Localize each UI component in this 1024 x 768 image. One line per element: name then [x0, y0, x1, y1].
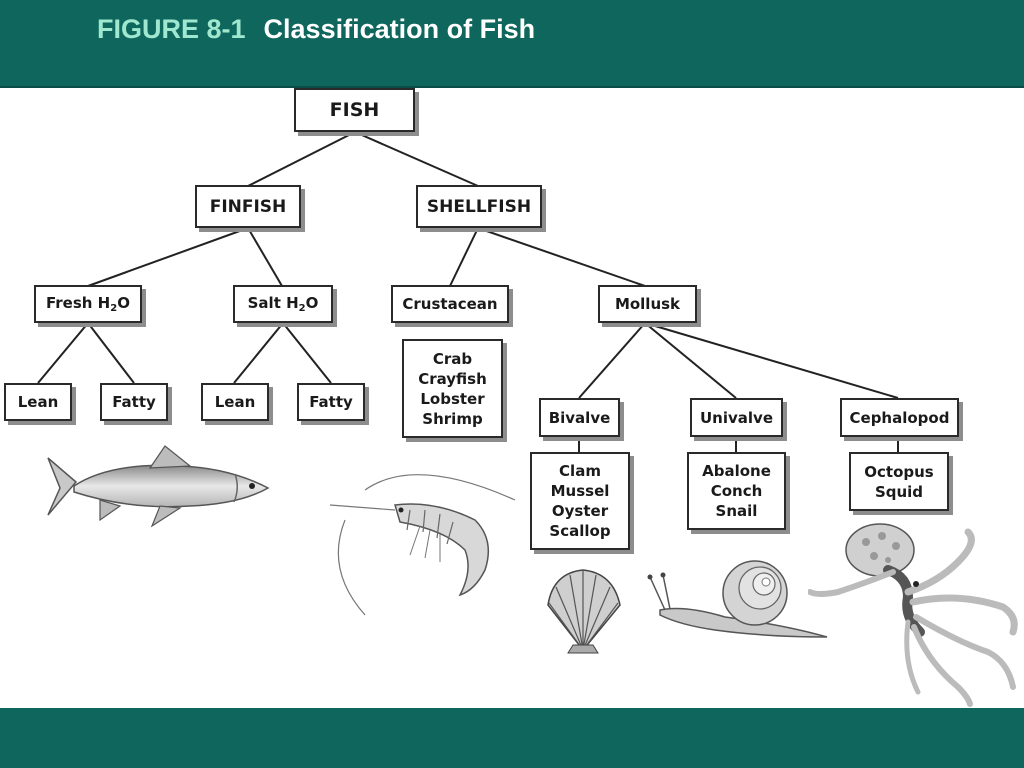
example-abalone: Abalone	[702, 462, 771, 480]
fresh-main: Fresh H	[46, 294, 111, 312]
line-salt-fatty	[282, 322, 332, 384]
node-crustacean: Crustacean	[391, 285, 509, 323]
node-fresh-fatty: Fatty	[100, 383, 168, 421]
node-finfish: FINFISH	[195, 185, 301, 228]
trout-icon	[47, 445, 270, 528]
node-salt-water: Salt H2O	[233, 285, 333, 323]
node-cephalopod: Cephalopod	[840, 398, 959, 437]
figure-title: FIGURE 8-1 Classification of Fish	[97, 14, 535, 45]
node-salt-lean: Lean	[201, 383, 269, 421]
line-mollusk-cephalopod	[644, 322, 899, 399]
node-fish: FISH	[294, 88, 415, 132]
example-mussel: Mussel	[550, 482, 610, 500]
node-mollusk-label: Mollusk	[614, 295, 681, 313]
node-finfish-label: FINFISH	[209, 196, 287, 217]
node-shellfish-label: SHELLFISH	[426, 196, 532, 217]
salt-main: Salt H	[247, 294, 299, 312]
node-salt-fatty: Fatty	[297, 383, 365, 421]
salt-tail: O	[305, 294, 319, 312]
line-fresh-lean	[37, 322, 89, 384]
node-crustacean-label: Crustacean	[402, 295, 498, 313]
node-salt-lean-label: Lean	[214, 393, 256, 411]
node-mollusk: Mollusk	[598, 285, 697, 323]
node-salt-fatty-label: Fatty	[309, 393, 353, 411]
node-bivalve-label: Bivalve	[548, 408, 611, 427]
node-crustacean-examples: Crab Crayfish Lobster Shrimp	[402, 339, 503, 438]
node-bivalve: Bivalve	[539, 398, 620, 437]
node-univalve-examples: Abalone Conch Snail	[687, 452, 786, 530]
line-mollusk-univalve	[644, 322, 737, 399]
node-univalve: Univalve	[690, 398, 783, 437]
example-conch: Conch	[710, 482, 763, 500]
node-fresh-lean: Lean	[4, 383, 72, 421]
header-bar: FIGURE 8-1 Classification of Fish	[0, 0, 1024, 88]
node-univalve-label: Univalve	[700, 408, 773, 427]
snail-icon	[647, 560, 828, 638]
figure-number: FIGURE 8-1	[97, 14, 246, 44]
line-finfish-fresh	[87, 227, 249, 287]
line-shellfish-mollusk	[477, 227, 646, 287]
node-fresh-water-label: Fresh H2O	[46, 294, 130, 314]
fresh-tail: O	[117, 294, 130, 312]
line-fresh-fatty	[87, 322, 135, 384]
example-scallop: Scallop	[549, 522, 611, 540]
line-fish-shellfish	[354, 131, 479, 187]
footer-bar	[0, 708, 1024, 768]
fresh-sub: 2	[110, 303, 118, 314]
line-shellfish-crustacean	[449, 227, 479, 287]
example-octopus: Octopus	[864, 462, 934, 481]
line-fish-finfish	[247, 131, 356, 187]
node-shellfish: SHELLFISH	[416, 185, 542, 228]
scallop-icon	[547, 569, 621, 654]
line-finfish-salt	[247, 227, 283, 287]
example-crab: Crab	[432, 349, 473, 368]
shrimp-icon	[329, 474, 516, 616]
line-mollusk-bivalve	[578, 322, 646, 399]
example-clam: Clam	[559, 462, 601, 480]
example-crayfish: Crayfish	[418, 369, 487, 388]
node-fresh-fatty-label: Fatty	[112, 393, 156, 411]
example-squid: Squid	[874, 482, 924, 501]
node-fresh-lean-label: Lean	[17, 393, 59, 411]
example-lobster: Lobster	[420, 389, 485, 408]
example-snail: Snail	[715, 502, 758, 520]
figure-caption: Classification of Fish	[263, 14, 536, 44]
node-cephalopod-label: Cephalopod	[849, 408, 950, 427]
node-bivalve-examples: Clam Mussel Oyster Scallop	[530, 452, 630, 550]
node-fish-label: FISH	[329, 99, 380, 121]
example-shrimp: Shrimp	[422, 409, 483, 428]
octopus-icon	[808, 523, 1018, 707]
salt-sub: 2	[298, 303, 306, 314]
line-salt-lean	[233, 322, 284, 384]
node-fresh-water: Fresh H2O	[34, 285, 142, 323]
example-oyster: Oyster	[551, 502, 609, 520]
node-salt-water-label: Salt H2O	[248, 294, 319, 314]
node-cephalopod-examples: Octopus Squid	[849, 452, 949, 511]
